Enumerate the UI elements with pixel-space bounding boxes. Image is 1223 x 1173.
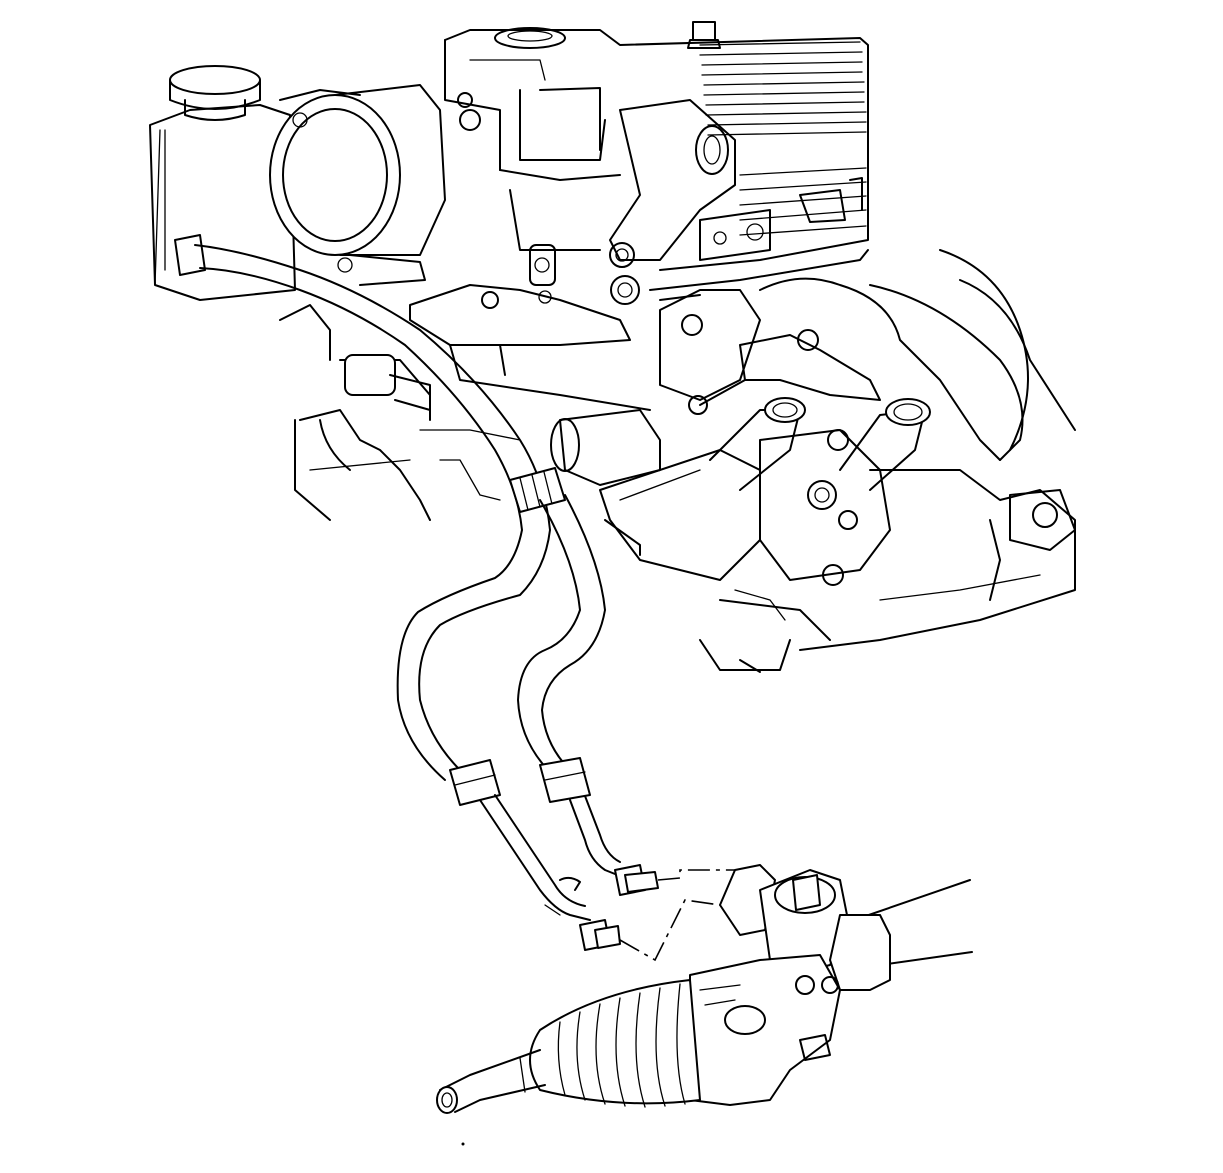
engine-left-side xyxy=(279,304,521,521)
throttle-body xyxy=(269,84,481,286)
pressure-hose xyxy=(517,494,606,771)
cylinder-head-fins xyxy=(699,41,867,236)
pump-outlet-fittings xyxy=(699,329,931,586)
line-fittings xyxy=(579,864,659,951)
starter-motor xyxy=(550,409,761,581)
stray-mark xyxy=(461,1142,465,1146)
fluid-reservoir xyxy=(149,65,296,301)
return-hose xyxy=(194,244,566,781)
metal-lines xyxy=(479,794,626,921)
hose-ferrules xyxy=(449,757,591,806)
transmission-housing xyxy=(659,249,1076,673)
engine-block xyxy=(444,21,869,301)
steering-gear xyxy=(436,864,973,1114)
